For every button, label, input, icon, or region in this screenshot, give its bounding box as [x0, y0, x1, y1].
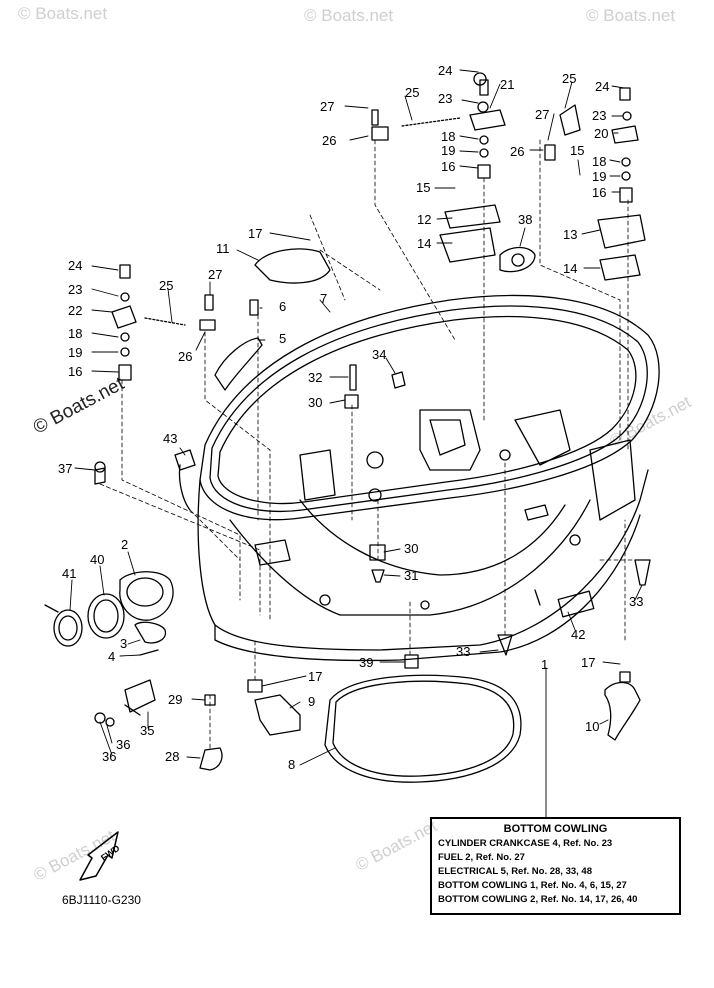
callout-24: 24: [438, 63, 453, 78]
callout-27: 27: [320, 99, 335, 114]
callout-24: 24: [68, 258, 83, 273]
callout-10: 10: [585, 719, 600, 734]
top-fittings: [371, 72, 646, 281]
callout-29: 29: [168, 692, 183, 707]
cowling-pan: [197, 409, 649, 662]
callout-33: 33: [629, 594, 644, 609]
callout-25: 25: [405, 85, 420, 100]
legend-box: BOTTOM COWLING CYLINDER CRANKCASE 4, Ref…: [430, 817, 681, 915]
callout-33: 33: [456, 644, 471, 659]
callout-20: 20: [594, 126, 609, 141]
callout-4: 4: [108, 649, 116, 664]
watermark: © Boats.net: [304, 6, 394, 25]
callout-8: 8: [288, 757, 296, 772]
callout-36: 36: [102, 749, 117, 764]
callout-18: 18: [592, 154, 607, 169]
callout-15: 15: [570, 143, 585, 158]
callout-15: 15: [416, 180, 431, 195]
fwd-arrow-icon: [79, 831, 119, 881]
diagram-reference-code: 6BJ1110-G230: [62, 893, 141, 907]
callout-22: 22: [68, 303, 83, 318]
callout-16: 16: [68, 364, 83, 379]
legend-line: BOTTOM COWLING 1, Ref. No. 4, 6, 15, 27: [438, 880, 627, 891]
callout-26: 26: [178, 349, 193, 364]
callout-2: 2: [121, 537, 129, 552]
legend-line: BOTTOM COWLING 2, Ref. No. 14, 17, 26, 4…: [438, 894, 638, 905]
lower-left-parts: [199, 679, 301, 771]
callout-31: 31: [404, 568, 419, 583]
legend-title: BOTTOM COWLING: [503, 823, 608, 835]
callout-23: 23: [68, 282, 83, 297]
leader-lines: [69, 69, 643, 818]
callout-18: 18: [68, 326, 83, 341]
legend-line: ELECTRICAL 5, Ref. No. 28, 33, 48: [438, 866, 592, 877]
callout-19: 19: [68, 345, 83, 360]
callout-17: 17: [248, 226, 263, 241]
callout-7: 7: [320, 291, 328, 306]
lower-right-parts: [178, 364, 651, 741]
callout-12: 12: [417, 212, 432, 227]
watermark: © Boats.net: [586, 6, 676, 25]
gasket-8: [324, 674, 522, 783]
callout-25: 25: [159, 278, 174, 293]
callout-30: 30: [404, 541, 419, 556]
legend-line: CYLINDER CRANKCASE 4, Ref. No. 23: [438, 838, 613, 849]
callout-21: 21: [500, 77, 515, 92]
callout-36: 36: [116, 737, 131, 752]
callout-39: 39: [359, 655, 374, 670]
callout-34: 34: [372, 347, 387, 362]
callout-27: 27: [208, 267, 223, 282]
callout-23: 23: [438, 91, 453, 106]
callout-17: 17: [308, 669, 323, 684]
callout-30: 30: [308, 395, 323, 410]
callout-18: 18: [441, 129, 456, 144]
cowling-rim: [199, 294, 660, 521]
callout-28: 28: [165, 749, 180, 764]
callout-43: 43: [163, 431, 178, 446]
callout-17: 17: [581, 655, 596, 670]
callout-26: 26: [322, 133, 337, 148]
callout-16: 16: [592, 185, 607, 200]
callout-16: 16: [441, 159, 456, 174]
callout-26: 26: [510, 144, 525, 159]
callout-6: 6: [279, 299, 287, 314]
callout-35: 35: [140, 723, 155, 738]
watermark: © Boats.net: [18, 4, 108, 23]
callout-19: 19: [441, 143, 456, 158]
callout-14: 14: [417, 236, 432, 251]
callout-19: 19: [592, 169, 607, 184]
callout-24: 24: [595, 79, 610, 94]
callout-38: 38: [518, 212, 533, 227]
callout-41: 41: [62, 566, 77, 581]
legend-line: FUEL 2, Ref. No. 27: [438, 852, 525, 863]
assembly-lines: [99, 139, 641, 751]
left-parts: [94, 248, 331, 485]
callout-25: 25: [562, 71, 577, 86]
callout-13: 13: [563, 227, 578, 242]
callout-14: 14: [563, 261, 578, 276]
callout-32: 32: [308, 370, 323, 385]
callout-23: 23: [592, 108, 607, 123]
callout-1: 1: [541, 657, 549, 672]
callout-37: 37: [58, 461, 73, 476]
callout-3: 3: [120, 636, 128, 651]
callout-42: 42: [571, 627, 586, 642]
callout-27: 27: [535, 107, 550, 122]
callout-11: 11: [216, 241, 230, 256]
callout-9: 9: [308, 694, 316, 709]
callout-40: 40: [90, 552, 105, 567]
callout-5: 5: [279, 331, 287, 346]
hose-parts: [44, 571, 174, 727]
